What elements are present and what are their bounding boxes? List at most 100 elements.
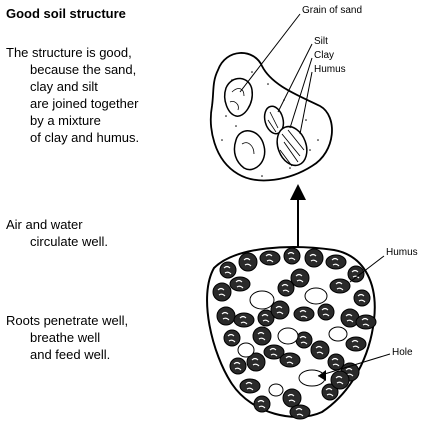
aggregate-crumb [223,329,241,347]
aggregate-crumb-texture [281,283,290,293]
aggregate-crumb [347,265,365,283]
para2-line-2: circulate well. [30,234,109,249]
aggregate-crumb-texture [235,279,244,289]
aggregate-crumb-texture [331,357,340,367]
aggregate-crumb-texture [265,253,274,263]
aggregate-crumb [239,378,261,394]
aggregate-crumb-texture [287,393,296,403]
aggregate-crumb [212,282,232,302]
aggregate-crumb [325,254,347,270]
para2-line-1: Air and water [6,217,83,232]
soil-crumb-closeup [209,13,333,182]
aggregate-crumb-texture [261,313,270,323]
para3-line-1: Roots penetrate well, [6,313,129,328]
aggregate-crumb-texture [239,315,248,325]
aggregate-crumb [229,276,251,292]
aggregate-crumb-texture [245,381,254,391]
aggregate-crumb-texture [221,311,230,321]
aggregate-crumb [253,395,271,413]
aggregate-crumb-texture [217,287,226,297]
aggregate-crumb [355,314,377,330]
aggregate-crumb-texture [257,331,266,341]
pointer-clay [289,57,313,129]
para1-line-4: are joined together [30,96,139,111]
aggregate-crumb [295,331,313,349]
aggregate-crumb-texture [331,257,340,267]
para1-line-5: by a mixture [30,113,101,128]
aggregate-crumb [229,357,247,375]
aggregate-crumb [279,352,301,368]
sand-grain [224,77,253,117]
aggregate-crumb [353,289,371,307]
aggregate-crumb [257,309,275,327]
aggregate-crumb [252,326,272,346]
aggregate-crumb [289,404,311,420]
aggregate-crumb-texture [269,347,278,357]
label-grain-of-sand: Grain of sand [302,5,363,16]
aggregate-crumb [219,261,237,279]
aggregate-crumb-texture [357,293,366,303]
aggregate-crumb [321,383,339,401]
aggregate-crumb-texture [275,305,284,315]
label-humus-top: Humus [314,64,346,75]
para3-line-3: and feed well. [30,347,111,362]
aggregate-crumb-texture [285,355,294,365]
aggregate-crumb-texture [295,273,304,283]
aggregate-crumb-texture [295,407,304,417]
aggregate-crumb-texture [325,387,334,397]
para1-line-2: because the sand, [30,62,137,77]
aggregate-crumb-texture [299,309,308,319]
pointer-hole [317,353,391,377]
aggregate-crumb [233,312,255,328]
pointer-grain-of-sand [239,13,301,93]
para1-line-1: The structure is good, [6,45,132,60]
aggregate-crumb [345,336,367,352]
aggregate-crumb-texture [309,253,318,263]
aggregate-crumb [238,252,258,272]
para3-line-2: breathe well [30,330,101,345]
label-humus: Humus [386,247,418,258]
aggregate-crumb-texture [351,339,360,349]
aggregate-crumb-texture [335,281,344,291]
soil-aggregate [206,246,391,420]
pointer-humus [349,255,385,283]
label-hole: Hole [392,347,413,358]
aggregate-crumb [216,306,236,326]
pointer-humus-top [299,71,313,135]
aggregate-crumb-texture [321,307,330,317]
pointer-silt [277,43,313,113]
aggregate-crumb [263,344,285,360]
aggregate-crumb-texture [257,399,266,409]
aggregate-crumb [246,352,266,372]
aggregate-crumb-texture [251,357,260,367]
label-clay: Clay [314,50,335,61]
aggregate-crumb [310,340,330,360]
aggregate-crumb-texture [351,269,360,279]
aggregate-crumb [283,247,301,265]
aggregate-crumb [330,370,350,390]
aggregate-crumb-texture [227,333,236,343]
aggregate-crumb [282,388,302,408]
aggregate-crumb [259,250,281,266]
aggregate-crumb-texture [345,313,354,323]
aggregate-pores [237,287,348,397]
aggregate-crumb [304,248,324,268]
aggregate-crumb-texture [243,257,252,267]
aggregate-crumb-texture [315,345,324,355]
aggregate-crumb-texture [299,335,308,345]
aggregate-crumb-texture [223,265,232,275]
aggregate-crumb [270,300,290,320]
aggregate-crumbs [212,247,377,420]
aggregate-crumb-texture [335,375,344,385]
para1-line-6: of clay and humus. [30,130,140,145]
lower-grain [233,130,266,171]
aggregate-crumb [277,279,295,297]
aggregate-crumb-texture [233,361,242,371]
aggregate-crumb [290,268,310,288]
para1-line-3: clay and silt [30,79,98,94]
aggregate-crumb [329,278,351,294]
diagram-title: Good soil structure [6,6,126,21]
label-silt: Silt [314,36,328,47]
aggregate-crumb [293,306,315,322]
